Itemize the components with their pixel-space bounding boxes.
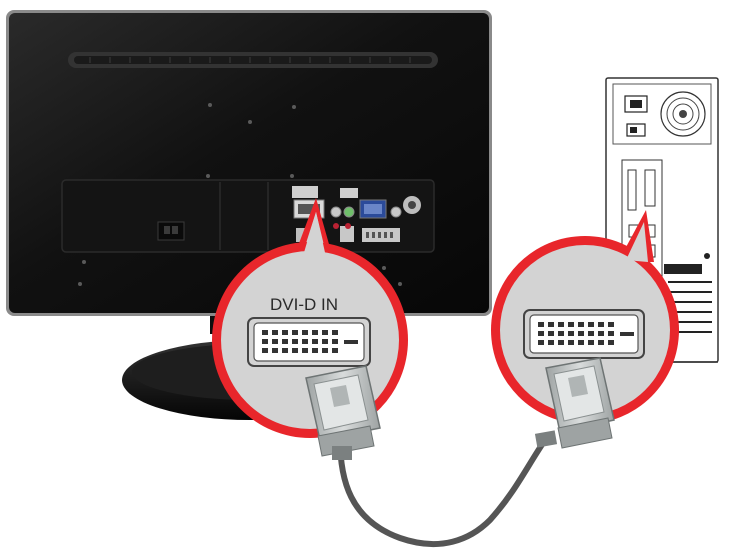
monitor-port-label: DVI-D IN (270, 295, 338, 314)
dvi-connector-monitor-icon (305, 365, 381, 460)
monitor-rear-panel-icon (6, 10, 492, 316)
dvi-connector-pc-icon (534, 357, 615, 449)
dvi-cable-icon (337, 435, 548, 548)
dvi-port-pc-icon (523, 309, 645, 359)
dvi-port-monitor-icon (247, 317, 371, 367)
